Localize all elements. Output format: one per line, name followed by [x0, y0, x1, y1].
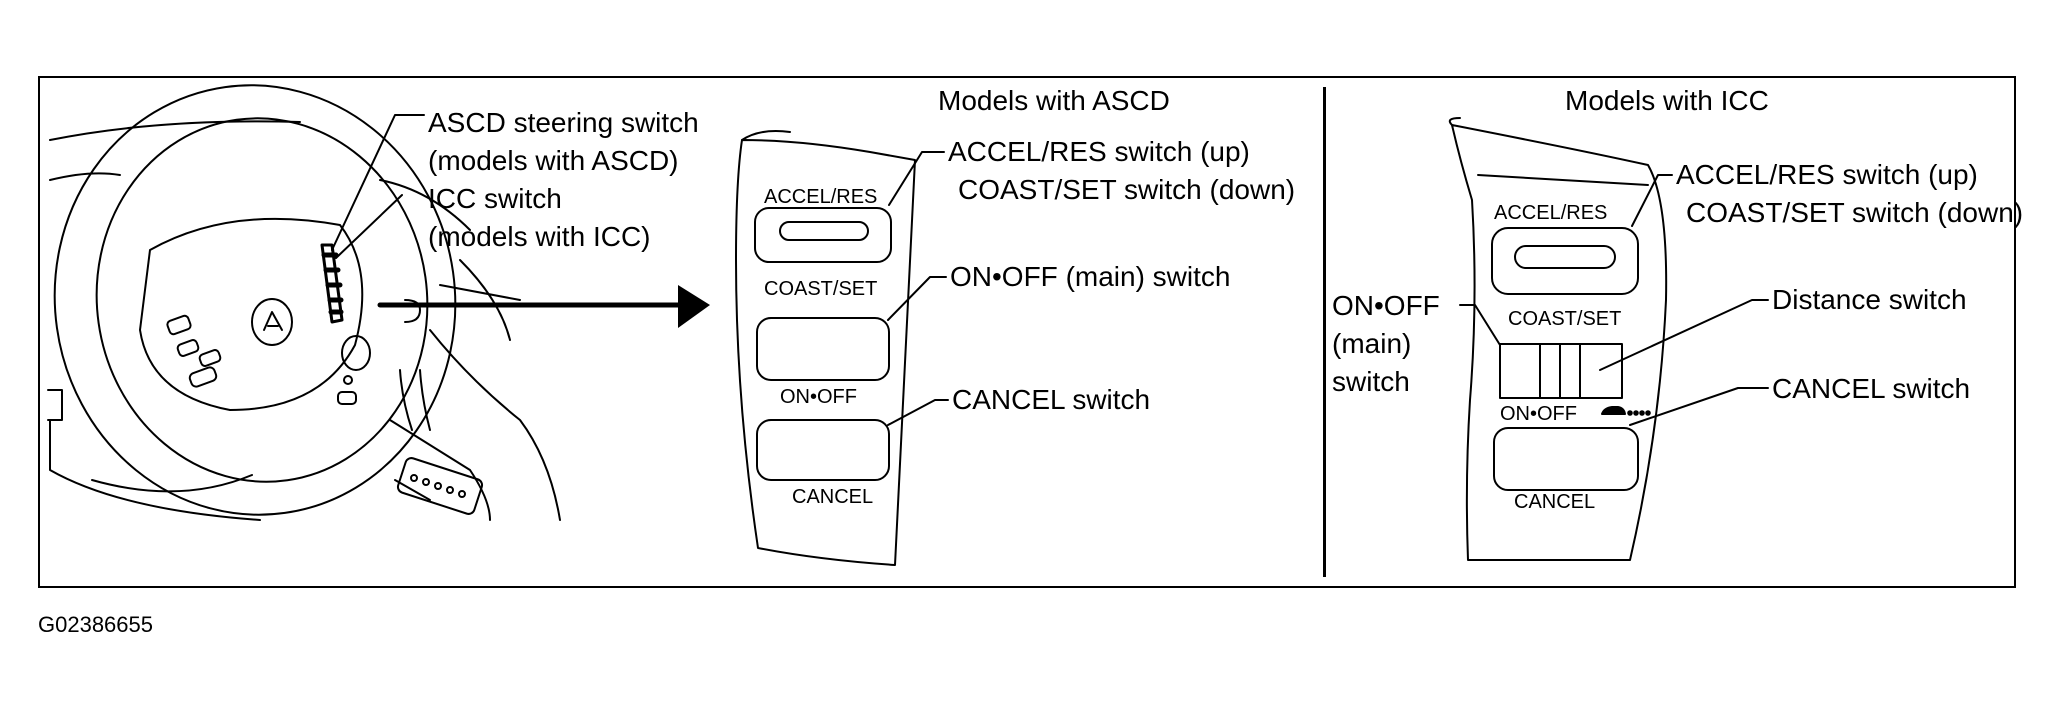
icc-accel-res-label: ACCEL/RES	[1494, 202, 1608, 224]
ascd-accel-coast-button[interactable]	[754, 207, 892, 263]
icc-cancel-label: CANCEL	[1514, 491, 1596, 513]
icc-coast-set-label: COAST/SET	[1508, 308, 1622, 330]
icc-cancel-button[interactable]	[1493, 427, 1639, 491]
callout-models-with-icc: (models with ICC)	[428, 221, 651, 252]
header-models-with-ascd: Models with ASCD	[938, 85, 1170, 116]
callout-icc-cancel: CANCEL switch	[1772, 373, 1971, 404]
callout-icc-on-off-main: (main)	[1332, 328, 1412, 359]
figure-id: G02386655	[38, 612, 153, 637]
callout-icc-distance: Distance switch	[1772, 284, 1967, 315]
callout-models-with-ascd: (models with ASCD)	[428, 145, 679, 176]
ascd-cancel-label: CANCEL	[792, 486, 874, 508]
icc-accel-coast-button[interactable]	[1491, 227, 1639, 295]
callout-icc-on-off-switch: switch	[1332, 366, 1410, 397]
ascd-switch-panel-outline	[735, 130, 916, 566]
panel-divider	[1323, 87, 1326, 577]
ascd-on-off-label: ON•OFF	[780, 386, 857, 408]
steering-wheel-illustration	[47, 84, 561, 521]
callout-icc-accel-res: ACCEL/RES switch (up)	[1676, 159, 1978, 190]
ascd-cancel-button[interactable]	[756, 419, 890, 481]
callout-icc-on-off: ON•OFF	[1332, 290, 1440, 321]
callout-ascd-on-off: ON•OFF (main) switch	[950, 261, 1231, 292]
callout-icc-switch: ICC switch	[428, 183, 562, 214]
ascd-accel-res-label: ACCEL/RES	[764, 186, 878, 208]
ascd-coast-set-label: COAST/SET	[764, 278, 878, 300]
figure-frame	[38, 76, 2016, 588]
callout-icc-coast-set: COAST/SET switch (down)	[1686, 197, 2024, 228]
header-models-with-icc: Models with ICC	[1565, 85, 1769, 116]
callout-ascd-coast-set: COAST/SET switch (down)	[958, 174, 1296, 205]
icc-on-off-label: ON•OFF	[1500, 403, 1577, 425]
callout-ascd-accel-res: ACCEL/RES switch (up)	[948, 136, 1250, 167]
callout-ascd-cancel: CANCEL switch	[952, 384, 1151, 415]
icc-switch-panel-outline	[1448, 117, 1668, 562]
callout-ascd-steering-switch: ASCD steering switch	[428, 107, 699, 138]
ascd-on-off-button[interactable]	[756, 317, 890, 381]
